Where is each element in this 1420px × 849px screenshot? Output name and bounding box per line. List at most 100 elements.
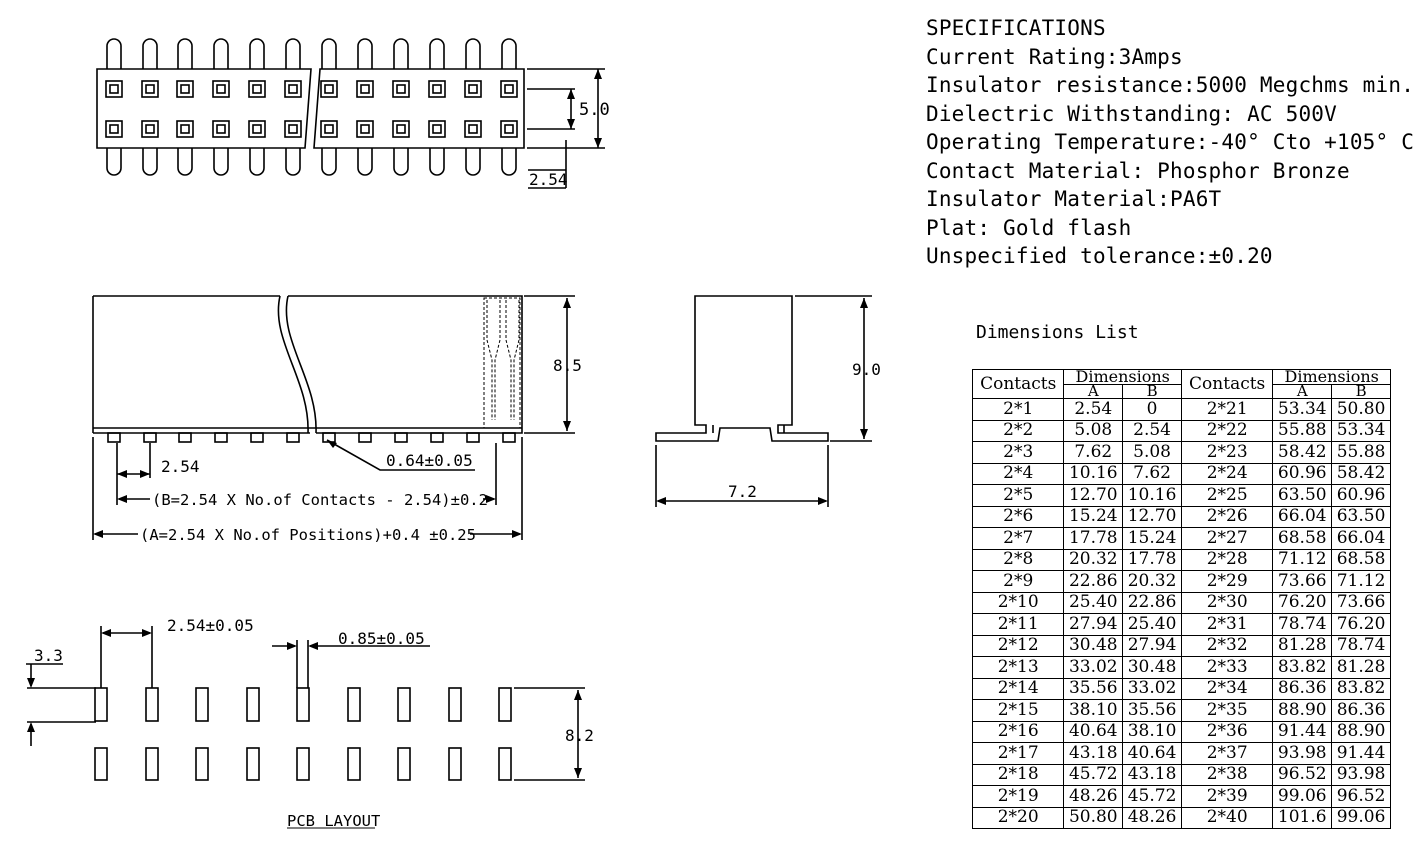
cell-a-right: 81.28: [1272, 634, 1333, 657]
cell-b-right: 68.58: [1331, 548, 1391, 571]
cell-a-right: 78.74: [1272, 613, 1333, 636]
contact-socket: [320, 120, 338, 138]
contact-hole: [360, 84, 370, 94]
cell-b-left: 40.64: [1122, 742, 1182, 765]
cell-b-left: 15.24: [1122, 527, 1182, 550]
spec-tolerance: Unspecified tolerance:±0.20: [926, 244, 1273, 268]
cell-b-right: 58.42: [1331, 462, 1391, 485]
spec-contact-material: Contact Material: Phosphor Bronze: [926, 158, 1350, 183]
cell-a-right: 58.42: [1272, 441, 1333, 464]
cell-b-right: 55.88: [1331, 441, 1391, 464]
dimensions-table: Contacts Dimensions Contacts Dimensions …: [971, 369, 1391, 829]
bottom-pin: [393, 148, 409, 176]
contact-socket: [176, 80, 194, 98]
side-height-label: 9.0: [852, 360, 881, 379]
pcb-pitch-label: 2.54±0.05: [167, 616, 254, 635]
formula-b-label: (B=2.54 X No.of Contacts - 2.54)±0.2: [152, 491, 488, 509]
cell-contacts-left: 2*3: [971, 441, 1065, 464]
cell-contacts-right: 2*26: [1180, 505, 1274, 528]
pcb-pad: [246, 747, 260, 781]
cell-a-left: 35.56: [1063, 677, 1124, 700]
front-height-label: 8.5: [553, 356, 582, 375]
pin-width-label: 0.64±0.05: [386, 451, 473, 470]
top-pin: [429, 38, 445, 69]
contact-hole: [324, 84, 334, 94]
cell-b-right: 81.28: [1331, 656, 1391, 679]
cell-b-left: 38.10: [1122, 720, 1182, 743]
pcb-offset-label: 3.3: [34, 646, 63, 665]
contact-socket: [464, 120, 482, 138]
contact-socket: [248, 120, 266, 138]
cell-a-left: 15.24: [1063, 505, 1124, 528]
cell-a-left: 38.10: [1063, 699, 1124, 722]
cell-b-right: 93.98: [1331, 763, 1391, 786]
cell-a-right: 96.52: [1272, 763, 1333, 786]
contact-hole: [180, 84, 190, 94]
cell-a-left: 27.94: [1063, 613, 1124, 636]
bottom-pin: [357, 148, 373, 176]
contact-hole: [180, 124, 190, 134]
cell-b-right: 91.44: [1331, 742, 1391, 765]
cell-b-right: 73.66: [1331, 591, 1391, 614]
contact-hole: [396, 84, 406, 94]
cell-contacts-right: 2*31: [1180, 613, 1274, 636]
cell-a-right: 91.44: [1272, 720, 1333, 743]
cell-contacts-left: 2*11: [971, 613, 1065, 636]
cell-contacts-left: 2*4: [971, 462, 1065, 485]
pcb-pad: [347, 687, 361, 722]
cell-contacts-left: 2*17: [971, 742, 1065, 765]
cell-a-right: 63.50: [1272, 484, 1333, 507]
cell-a-right: 93.98: [1272, 742, 1333, 765]
cell-contacts-right: 2*24: [1180, 462, 1274, 485]
cell-b-right: 71.12: [1331, 570, 1391, 593]
bottom-pin: [465, 148, 481, 176]
cell-contacts-left: 2*12: [971, 634, 1065, 657]
cell-b-right: 96.52: [1331, 785, 1391, 808]
contact-hole: [468, 84, 478, 94]
spec-insulator-resistance: Insulator resistance:5000 Megchms min.: [926, 73, 1415, 97]
contact-socket: [176, 120, 194, 138]
cell-b-left: 48.26: [1122, 806, 1182, 829]
top-pin: [285, 38, 301, 69]
cell-a-left: 48.26: [1063, 785, 1124, 808]
cell-contacts-right: 2*37: [1180, 742, 1274, 765]
pcb-pad: [195, 747, 209, 781]
top-view-body-left: [96, 68, 312, 149]
pcb-pad: [94, 747, 108, 781]
cell-contacts-right: 2*27: [1180, 527, 1274, 550]
cell-b-right: 60.96: [1331, 484, 1391, 507]
cell-contacts-left: 2*9: [971, 570, 1065, 593]
bottom-pin: [501, 148, 517, 176]
side-width-label: 7.2: [728, 482, 757, 501]
cell-b-left: 17.78: [1122, 548, 1182, 571]
header-b-right: B: [1331, 384, 1391, 399]
front-pin-tail: [143, 432, 157, 443]
bottom-pin: [142, 148, 158, 176]
cell-contacts-right: 2*33: [1180, 656, 1274, 679]
contact-hole: [252, 84, 262, 94]
cell-contacts-left: 2*1: [971, 398, 1065, 421]
cell-a-left: 10.16: [1063, 462, 1124, 485]
cell-b-left: 2.54: [1122, 419, 1182, 442]
cell-contacts-right: 2*35: [1180, 699, 1274, 722]
cell-b-left: 0: [1122, 398, 1182, 421]
contact-socket: [284, 80, 302, 98]
bottom-pin: [429, 148, 445, 176]
cell-b-left: 10.16: [1122, 484, 1182, 507]
pcb-pad: [94, 687, 108, 722]
top-pin: [249, 38, 265, 69]
cell-contacts-right: 2*30: [1180, 591, 1274, 614]
contact-socket: [464, 80, 482, 98]
cell-a-left: 17.78: [1063, 527, 1124, 550]
cell-b-left: 43.18: [1122, 763, 1182, 786]
